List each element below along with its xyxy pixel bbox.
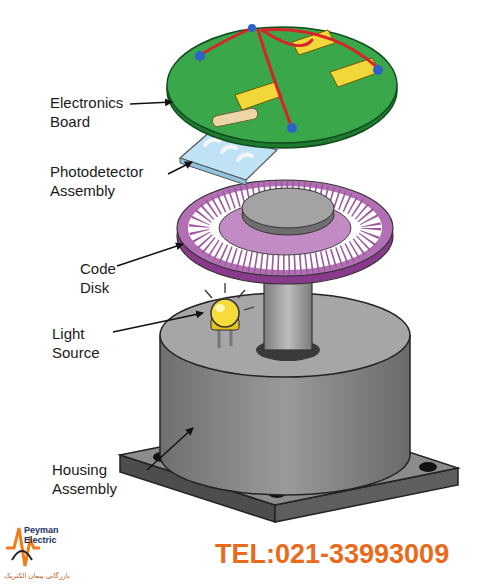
part-label: Electronics Board [50,93,142,131]
company-logo-text: Peyman Electric [24,525,68,545]
company-persian-text: بازرگانی پیمان الکتریک [2,571,72,580]
part-label: Light Source [52,324,114,362]
leader-lines [113,102,203,470]
led [205,283,254,348]
electronics-board [167,24,397,148]
part-label: Housing Assembly [52,460,150,498]
part-label: Code Disk [80,259,125,297]
code-disk [177,180,393,284]
phone-number: TEL:021-33993009 [215,538,495,570]
part-label: Photodetector Assembly [50,162,168,200]
